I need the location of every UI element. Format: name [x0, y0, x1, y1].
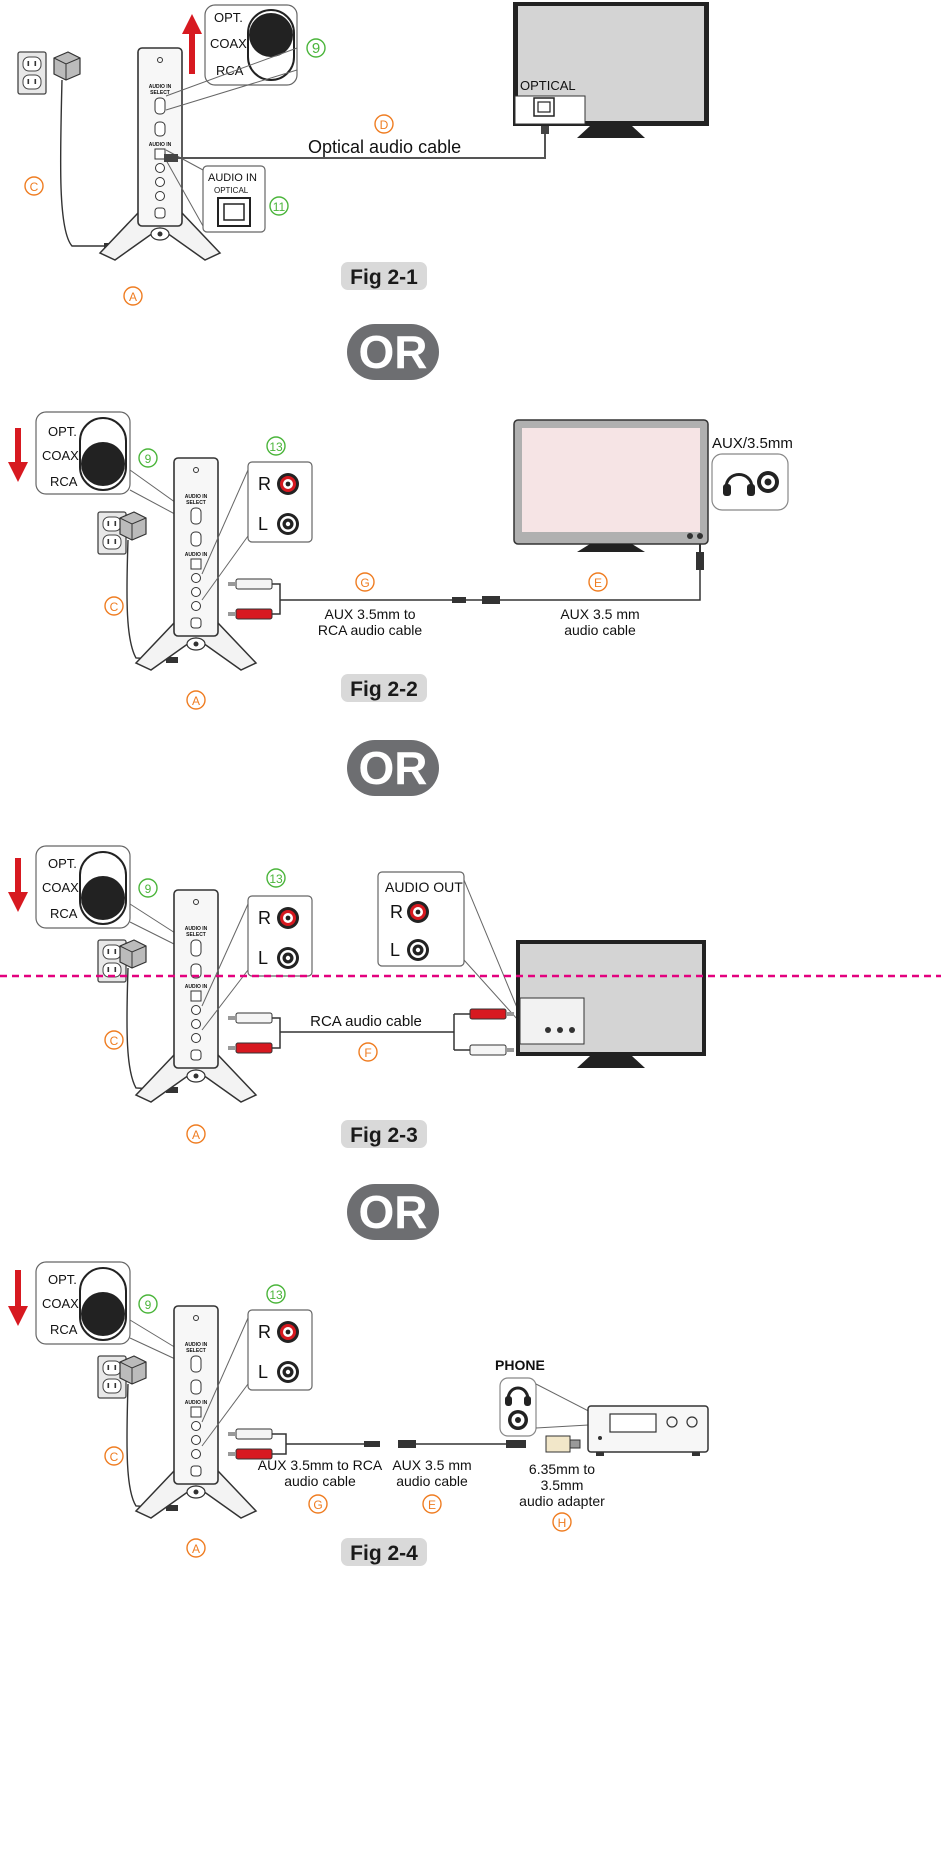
marker-9-3: 9	[145, 882, 152, 896]
power-adapter-icon	[53, 51, 81, 81]
label-audio-out: AUDIO OUT	[385, 879, 463, 895]
marker-c-2: C	[110, 600, 119, 614]
fig-2-3-caption: Fig 2-3	[350, 1124, 418, 1147]
marker-h: H	[558, 1516, 567, 1530]
rca-cable-label: RCA audio cable	[310, 1013, 422, 1030]
fig-2-2-caption: Fig 2-2	[350, 678, 418, 701]
power-adapter-icon-2	[119, 511, 147, 541]
power-adapter-icon-4	[119, 1355, 147, 1385]
marker-9-2: 9	[145, 452, 152, 466]
marker-g-4: G	[313, 1498, 322, 1512]
label-optical-small: OPTICAL	[214, 186, 249, 195]
adapter-label-1: 6.35mm to	[529, 1461, 595, 1477]
label-phone: PHONE	[495, 1357, 545, 1373]
label-audio-in: AUDIO IN	[208, 172, 257, 184]
adapter-label-2: 3.5mm	[541, 1477, 584, 1493]
marker-g-2: G	[360, 576, 369, 590]
or-separator-2: OR	[347, 740, 439, 796]
cable-e-label-2a: AUX 3.5 mm	[560, 606, 639, 622]
cable-e-label-4b: audio cable	[396, 1473, 468, 1489]
marker-e-2: E	[594, 576, 602, 590]
label-r-2: R	[258, 474, 271, 494]
cable-e-label-4a: AUX 3.5 mm	[392, 1457, 471, 1473]
marker-e-4: E	[428, 1498, 436, 1512]
audio-in-optical-zoom: AUDIO IN OPTICAL	[202, 165, 266, 233]
cable-g-label-4a: AUX 3.5mm to RCA	[258, 1457, 383, 1473]
figure-2-4: OPT. COAX. RCA 9 R L 13 AUX 3.5mm to	[8, 1261, 709, 1566]
label-l-2: L	[258, 514, 268, 534]
optical-cable-label: Optical audio cable	[308, 137, 461, 157]
marker-c-1: C	[30, 180, 39, 194]
headphones-icon	[723, 473, 755, 496]
or-separator-3: OR	[347, 1184, 439, 1240]
label-rca-4: RCA	[50, 1322, 78, 1337]
label-opt: OPT.	[214, 10, 243, 25]
label-opt-2: OPT.	[48, 424, 77, 439]
transmitter-unit-icon-4	[135, 1305, 257, 1519]
figure-2-2: OPT. COAX. RCA 9 R L 13 G	[8, 411, 793, 710]
label-rca-3: RCA	[50, 906, 78, 921]
tv-rear-icon	[516, 940, 706, 1068]
label-l-3: L	[258, 948, 268, 968]
label-r-out: R	[390, 902, 403, 922]
cable-g-label-4b: audio cable	[284, 1473, 356, 1489]
marker-a-3: A	[192, 1128, 200, 1142]
label-opt-3: OPT.	[48, 856, 77, 871]
transmitter-unit-icon-2	[135, 457, 257, 671]
label-l-4: L	[258, 1362, 268, 1382]
marker-13-2: 13	[269, 440, 283, 454]
marker-c-3: C	[110, 1034, 119, 1048]
tv-optical-icon: OPTICAL	[513, 2, 709, 138]
marker-f: F	[364, 1046, 371, 1060]
figure-2-1: OPT. COAX. RCA 9 AUDIO IN OPTICAL 11 Opt…	[17, 2, 709, 306]
cable-e-label-2b: audio cable	[564, 622, 636, 638]
svg-text:OR: OR	[359, 742, 428, 794]
marker-a-4: A	[192, 1542, 200, 1556]
label-rca-2: RCA	[50, 474, 78, 489]
label-l-out: L	[390, 940, 400, 960]
adapter-label-3: audio adapter	[519, 1493, 605, 1509]
transmitter-unit-icon	[99, 47, 221, 261]
cable-g-label-2a: AUX 3.5mm to	[324, 606, 415, 622]
marker-11: 11	[273, 200, 286, 214]
marker-a-2: A	[192, 694, 200, 708]
label-coax: COAX.	[210, 36, 250, 51]
label-r-3: R	[258, 908, 271, 928]
marker-13-4: 13	[269, 1288, 283, 1302]
label-coax-2: COAX.	[42, 448, 82, 463]
cable-g-label-2b: RCA audio cable	[318, 622, 423, 638]
figure-2-3: OPT. COAX. RCA 9 R L 13 AUDIO OUT R L	[0, 845, 941, 1148]
svg-text:OR: OR	[359, 326, 428, 378]
marker-9: 9	[312, 40, 320, 57]
label-opt-4: OPT.	[48, 1272, 77, 1287]
tv-aux-icon	[513, 419, 709, 552]
or-separator-1: OR	[347, 324, 439, 380]
marker-c-4: C	[110, 1450, 119, 1464]
marker-d: D	[380, 118, 389, 132]
svg-text:OR: OR	[359, 1186, 428, 1238]
aux-label: AUX/3.5mm	[712, 435, 793, 452]
power-adapter-icon-3	[119, 939, 147, 969]
transmitter-unit-icon-3	[135, 889, 257, 1103]
tv-optical-label: OPTICAL	[520, 78, 576, 93]
fig-2-1-caption: Fig 2-1	[350, 266, 418, 289]
marker-9-4: 9	[145, 1298, 152, 1312]
marker-a-1: A	[129, 290, 137, 304]
marker-13-3: 13	[269, 872, 283, 886]
fig-2-4-caption: Fig 2-4	[350, 1542, 418, 1565]
label-rca: RCA	[216, 63, 244, 78]
label-coax-3: COAX.	[42, 880, 82, 895]
receiver-icon	[587, 1405, 709, 1456]
label-r-4: R	[258, 1322, 271, 1342]
selector-zoom-opt: OPT. COAX. RCA	[204, 4, 298, 86]
label-coax-4: COAX.	[42, 1296, 82, 1311]
headphones-icon-2	[505, 1386, 531, 1406]
